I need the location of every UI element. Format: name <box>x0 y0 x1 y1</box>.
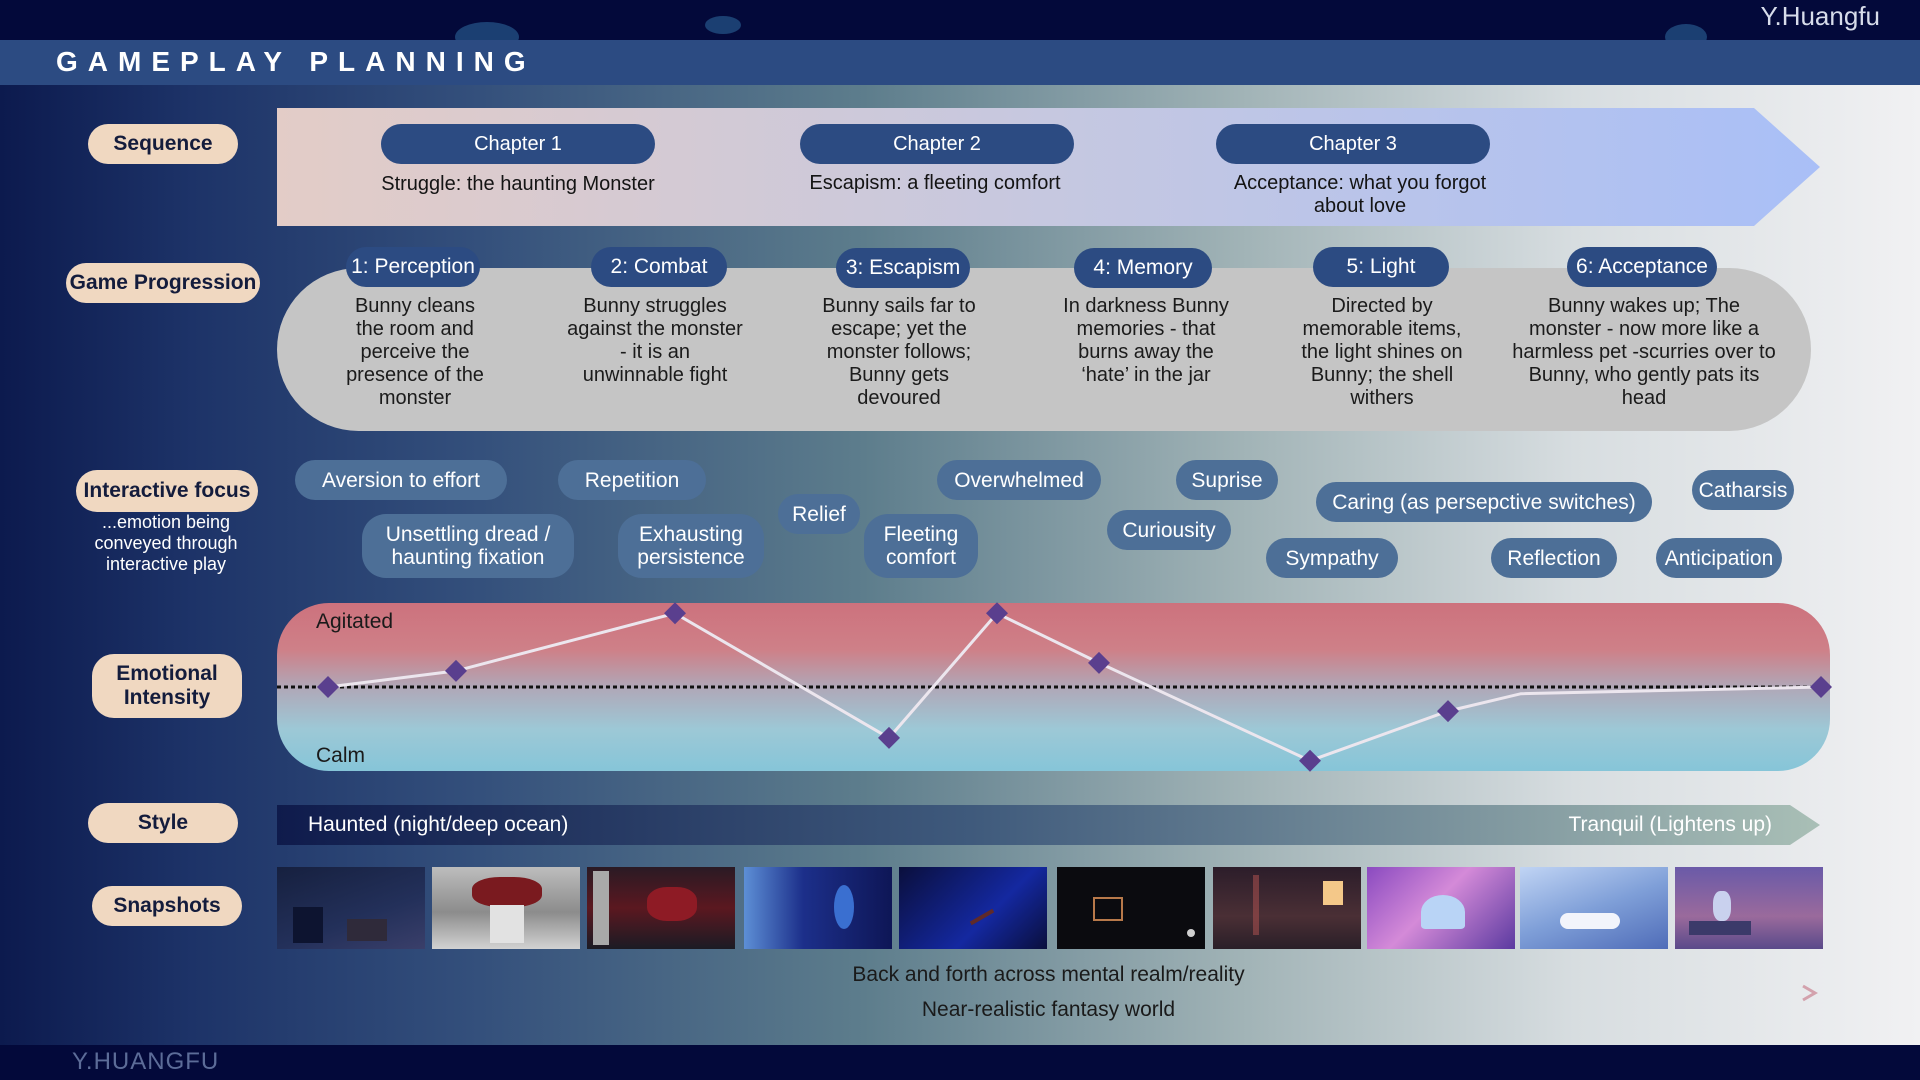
stage-combat-desc: Bunny struggles against the monster - it… <box>567 295 743 386</box>
snapshot-thumbnail <box>1520 867 1668 949</box>
snapshot-thumbnail <box>1675 867 1823 949</box>
style-gradient-arrow <box>277 805 1820 845</box>
emotion-sympathy: Sympathy <box>1266 538 1398 578</box>
stage-perception-pill: 1: Perception <box>346 247 480 287</box>
stage-light-pill: 5: Light <box>1313 247 1449 287</box>
intensity-marker <box>1088 651 1110 674</box>
snapshot-thumbnail <box>587 867 735 949</box>
author-signature: Y.Huangfu <box>1760 1 1880 31</box>
footer-watermark: Y.HUANGFU <box>72 1048 220 1075</box>
emotion-repetition: Repetition <box>558 460 706 500</box>
intensity-marker <box>1299 749 1321 772</box>
stage-acceptance-pill: 6: Acceptance <box>1567 247 1717 287</box>
snapshots-caption-top: Back and forth across mental realm/reali… <box>852 963 1245 986</box>
intensity-marker <box>664 602 686 625</box>
intensity-marker <box>1437 700 1459 723</box>
snapshot-thumbnail <box>277 867 425 949</box>
intensity-line <box>327 611 1822 763</box>
intensity-calm-label: Calm <box>316 744 366 767</box>
row-sublabel-interactive-focus: ...emotion being conveyed through intera… <box>94 512 238 574</box>
stage-escapism-pill: 3: Escapism <box>836 248 970 288</box>
emotion-anticipation: Anticipation <box>1656 538 1782 578</box>
stage-light-desc: Directed by memorable items, the light s… <box>1301 295 1463 409</box>
stage-memory-pill: 4: Memory <box>1074 248 1212 288</box>
bottom-bar <box>0 1045 1920 1080</box>
stage-acceptance-desc: Bunny wakes up; The monster - now more l… <box>1512 295 1776 409</box>
page-title: GAMEPLAY PLANNING <box>56 46 536 77</box>
snapshot-thumbnail <box>1057 867 1205 949</box>
stage-combat-pill: 2: Combat <box>591 247 727 287</box>
emotional-intensity-line-chart <box>277 602 1832 772</box>
stage-escapism-desc: Bunny sails far to escape; yet the monst… <box>822 295 976 409</box>
decorative-blob <box>705 16 741 34</box>
emotion-catharsis: Catharsis <box>1692 470 1794 510</box>
style-start-label: Haunted (night/deep ocean) <box>308 813 569 836</box>
emotion-overwhelmed: Overwhelmed <box>937 460 1101 500</box>
emotion-curiousity: Curiousity <box>1107 510 1231 550</box>
header-bar <box>0 40 1920 85</box>
emotional-intensity-panel <box>277 603 1830 771</box>
emotion-relief: Relief <box>778 494 860 534</box>
emotion-fleeting: Fleeting comfort <box>864 514 978 578</box>
chapter-1-desc: Struggle: the haunting Monster <box>381 173 655 195</box>
stage-memory-desc: In darkness Bunny memories - that burns … <box>1063 295 1229 386</box>
intensity-marker <box>1810 676 1832 698</box>
snapshot-thumbnail <box>1367 867 1515 949</box>
row-label-style: Style <box>88 803 238 843</box>
progression-band <box>277 268 1811 431</box>
emotion-dread: Unsettling dread / haunting fixation <box>362 514 574 578</box>
row-label-sequence: Sequence <box>88 124 238 164</box>
intensity-marker <box>445 659 467 682</box>
row-label-snapshots: Snapshots <box>92 886 242 926</box>
emotion-aversion: Aversion to effort <box>295 460 507 500</box>
realm-arrow <box>277 984 1818 1002</box>
chapter-3-desc: Acceptance: what you forgot about love <box>1233 172 1487 217</box>
chapter-3-pill: Chapter 3 <box>1216 124 1490 164</box>
snapshot-thumbnail <box>899 867 1047 949</box>
row-label-emotional-intensity: Emotional Intensity <box>92 654 242 718</box>
snapshot-thumbnail <box>744 867 892 949</box>
chapter-2-pill: Chapter 2 <box>800 124 1074 164</box>
intensity-marker <box>986 602 1008 625</box>
chapter-2-desc: Escapism: a fleeting comfort <box>809 172 1061 194</box>
snapshot-thumbnail <box>1213 867 1361 949</box>
intensity-agitated-label: Agitated <box>316 610 394 633</box>
chapter-1-pill: Chapter 1 <box>381 124 655 164</box>
snapshot-thumbnail <box>432 867 580 949</box>
emotion-caring: Caring (as persepctive switches) <box>1316 482 1652 522</box>
row-label-game-progression: Game Progression <box>66 263 260 303</box>
intensity-marker <box>878 726 900 749</box>
emotion-exhausting: Exhausting persistence <box>618 514 764 578</box>
intensity-marker <box>317 676 339 698</box>
style-end-label: Tranquil (Lightens up) <box>1568 813 1773 836</box>
snapshots-caption-bottom: Near-realistic fantasy world <box>921 998 1176 1021</box>
stage-perception-desc: Bunny cleans the room and perceive the p… <box>346 295 484 409</box>
emotion-suprise: Suprise <box>1176 460 1278 500</box>
row-label-interactive-focus: Interactive focus <box>76 470 258 512</box>
emotion-reflection: Reflection <box>1491 538 1617 578</box>
